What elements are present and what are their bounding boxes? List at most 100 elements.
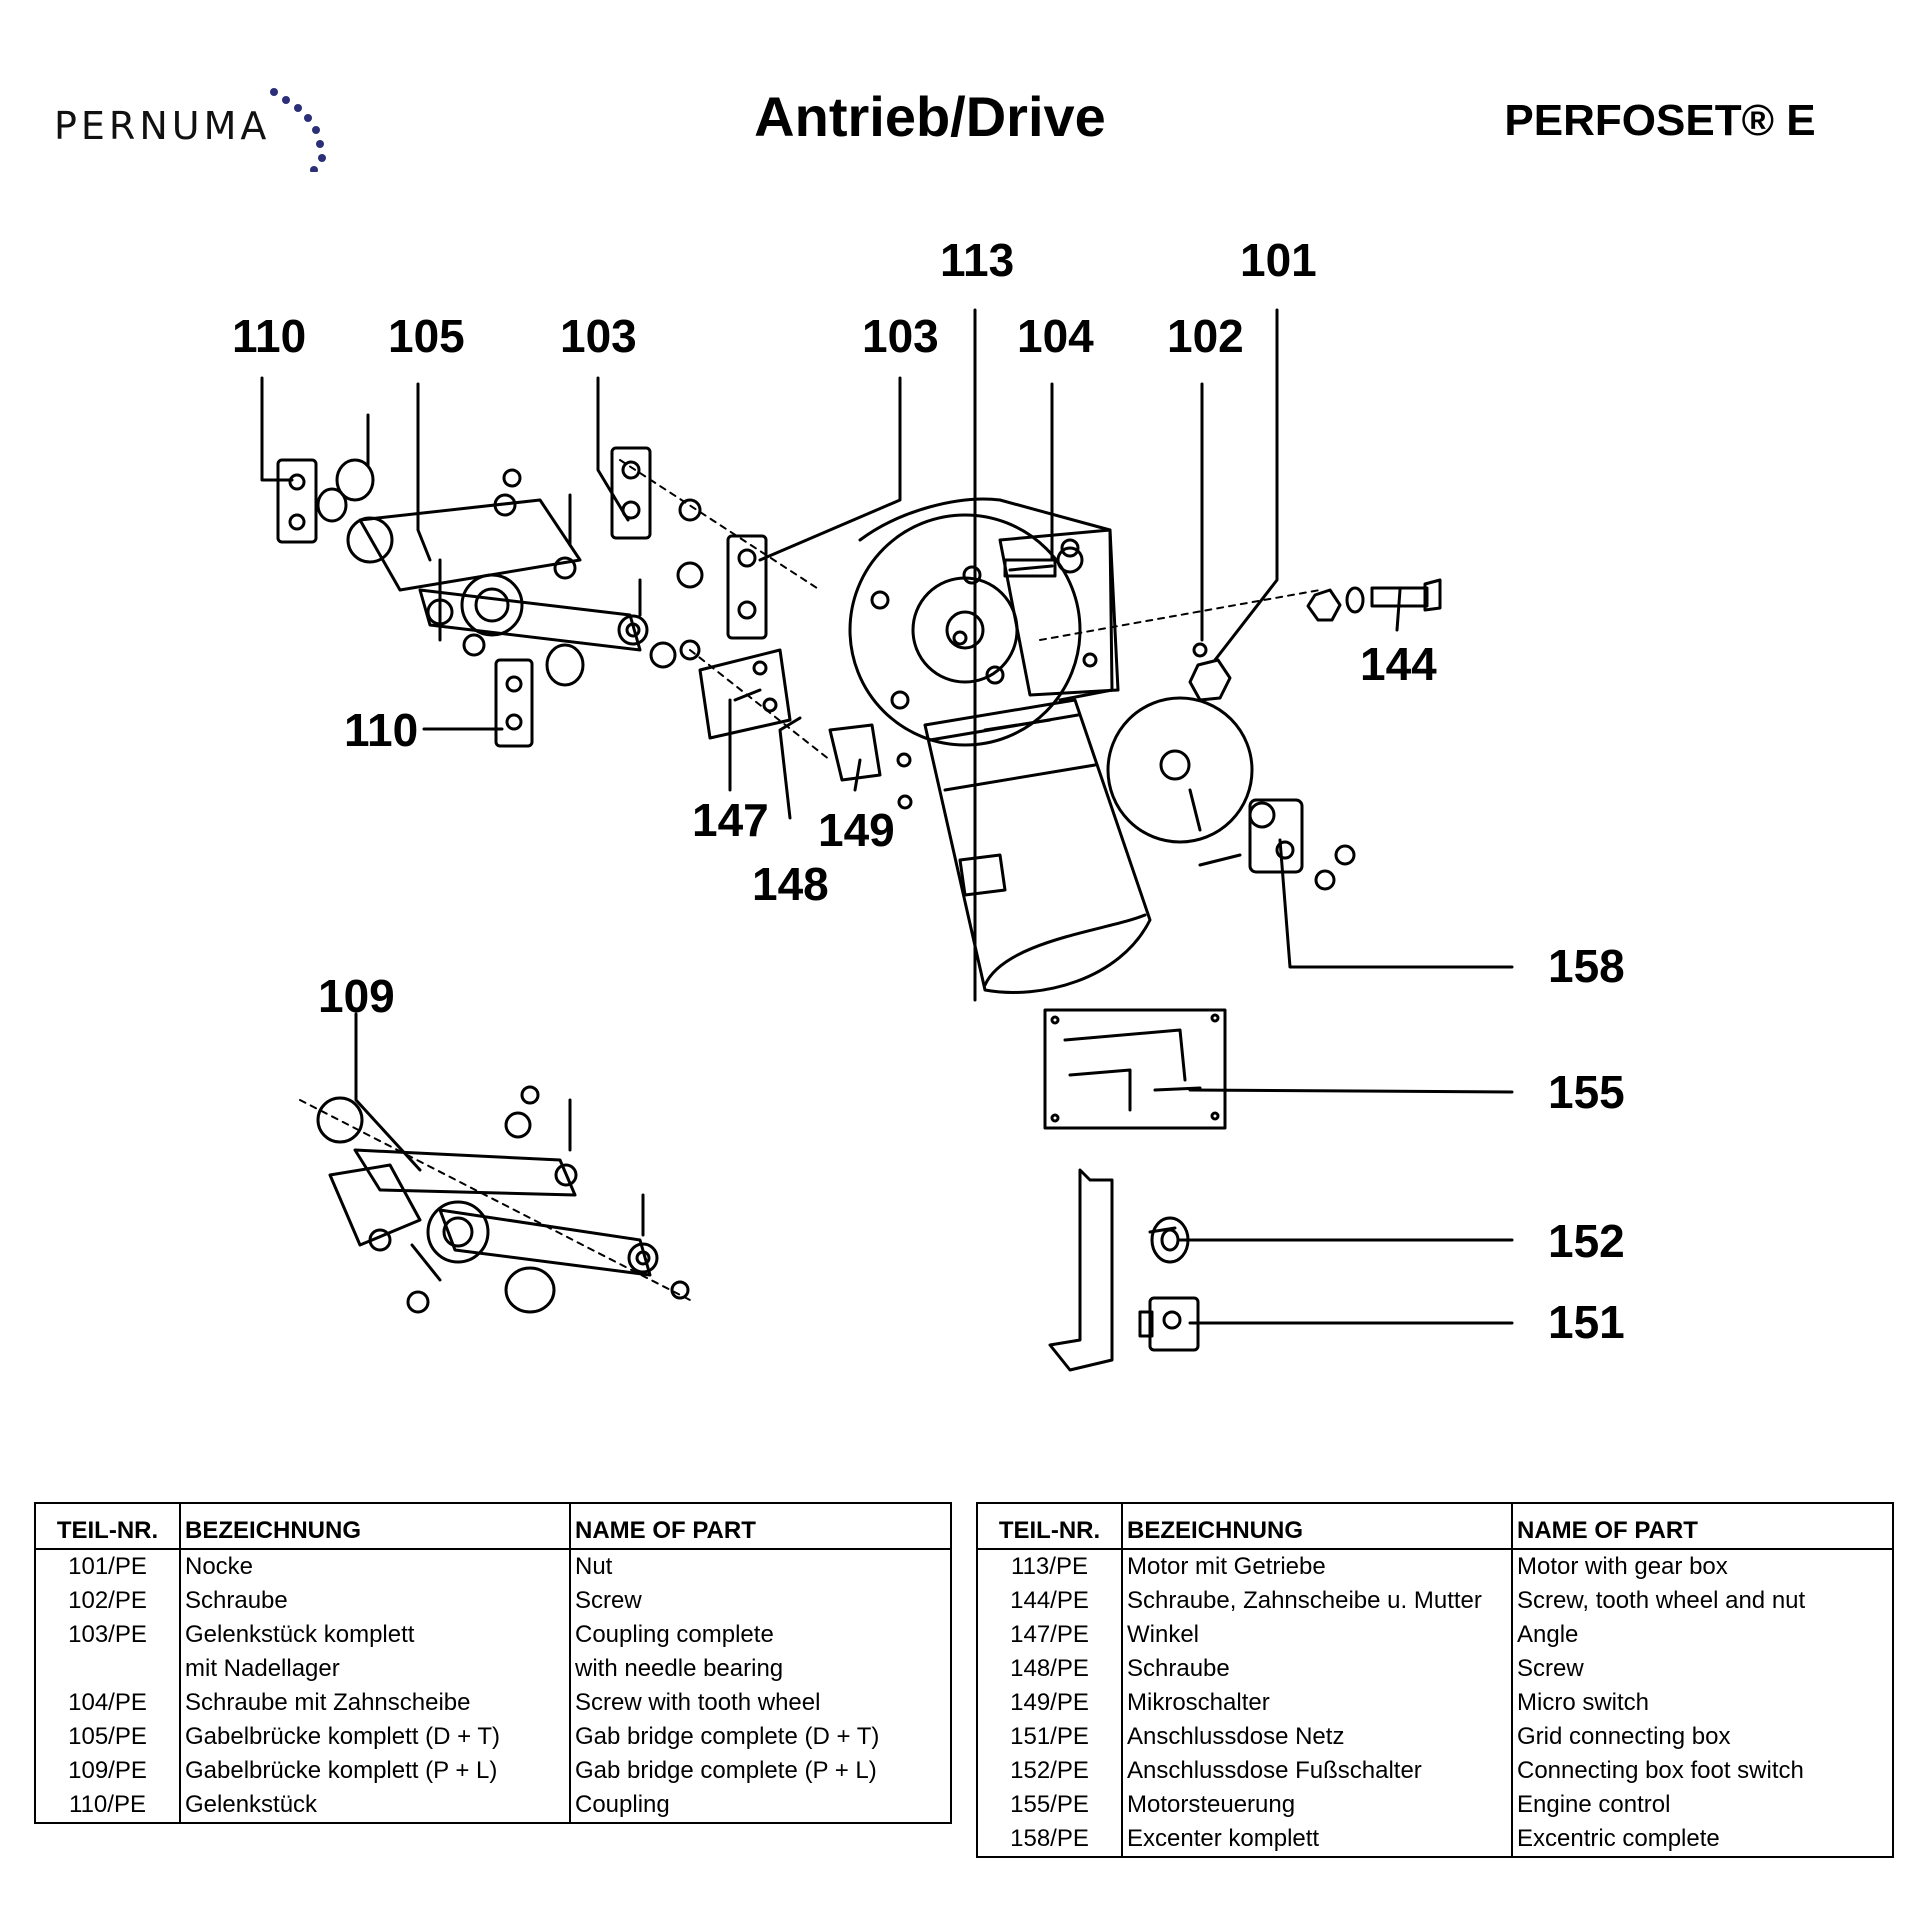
engine-control-155 xyxy=(1043,1008,1227,1130)
parts-table-left: TEIL-NR. BEZEICHNUNG NAME OF PART 101/PE… xyxy=(34,1502,952,1824)
callout-105: 105 xyxy=(388,310,465,362)
part-number-cell: 113/PE xyxy=(1011,1553,1088,1580)
excenter-158 xyxy=(1106,696,1356,891)
callout-104: 104 xyxy=(1017,310,1094,362)
exploded-parts-diagram: 1101051031031131041021011441101471491481… xyxy=(232,234,1625,1372)
product-name: PERFOSET® E xyxy=(1504,96,1816,145)
brand-logo: PERNUMA xyxy=(54,88,326,172)
callout-152: 152 xyxy=(1548,1215,1625,1267)
name-of-part-cell: Coupling complete xyxy=(569,1618,951,1652)
designation-cell: Schraube mit Zahnscheibe xyxy=(179,1686,570,1720)
motor-gearbox-113 xyxy=(848,497,1152,994)
brand-dot xyxy=(282,96,290,104)
designation-cell: Excenter komplett xyxy=(1121,1822,1512,1857)
designation-cell: Motor mit Getriebe xyxy=(1121,1549,1512,1584)
column-header-part-no: TEIL-NR. xyxy=(35,1503,180,1550)
gab-bridge-109 xyxy=(316,1085,690,1314)
table-row: 109/PE Gabelbrücke komplett (P + L)Gab br… xyxy=(35,1754,951,1788)
name-of-part-cell: Screw xyxy=(569,1584,951,1618)
page-title: Antrieb/Drive xyxy=(754,85,1106,148)
coupling-103-right xyxy=(726,534,768,640)
brand-name: PERNUMA xyxy=(54,104,271,148)
designation-cell: mit Nadellager xyxy=(179,1652,570,1686)
brand-dot xyxy=(310,166,318,172)
name-of-part-cell: Excentric complete xyxy=(1511,1822,1893,1857)
table-header-row: TEIL-NR. BEZEICHNUNG NAME OF PART xyxy=(977,1503,1893,1550)
name-of-part-cell: Engine control xyxy=(1511,1788,1893,1822)
callout-113: 113 xyxy=(940,234,1014,286)
column-header-designation: BEZEICHNUNG xyxy=(179,1503,570,1550)
designation-cell: Motorsteuerung xyxy=(1121,1788,1512,1822)
name-of-part-cell: Grid connecting box xyxy=(1511,1720,1893,1754)
callout-110: 110 xyxy=(344,704,418,756)
part-number-cell: 152/PE xyxy=(1010,1757,1089,1784)
designation-cell: Schraube, Zahnscheibe u. Mutter xyxy=(1121,1584,1512,1618)
part-number-cell: 148/PE xyxy=(1010,1655,1089,1682)
name-of-part-cell: Screw xyxy=(1511,1652,1893,1686)
coupling-110-top xyxy=(276,458,348,544)
name-of-part-cell: Screw, tooth wheel and nut xyxy=(1511,1584,1893,1618)
angle-147 xyxy=(698,648,792,740)
name-of-part-cell: Gab bridge complete (P + L) xyxy=(569,1754,951,1788)
column-header-name-of-part: NAME OF PART xyxy=(569,1503,951,1550)
part-number-cell: 144/PE xyxy=(1010,1587,1089,1614)
designation-cell: Anschlussdose Fußschalter xyxy=(1121,1754,1512,1788)
designation-cell: Nocke xyxy=(179,1549,570,1584)
designation-cell: Gabelbrücke komplett (P + L) xyxy=(179,1754,570,1788)
name-of-part-cell: Connecting box foot switch xyxy=(1511,1754,1893,1788)
micro-switch-149 xyxy=(828,723,913,810)
screw-washer-nut-144 xyxy=(1306,578,1442,622)
designation-cell: Winkel xyxy=(1121,1618,1512,1652)
name-of-part-cell: Coupling xyxy=(569,1788,951,1823)
callout-147: 147 xyxy=(692,794,769,846)
screws-148 xyxy=(733,660,778,713)
name-of-part-cell: Angle xyxy=(1511,1618,1893,1652)
callout-151: 151 xyxy=(1548,1296,1625,1348)
callout-101: 101 xyxy=(1240,234,1317,286)
column-header-name-of-part: NAME OF PART xyxy=(1511,1503,1893,1550)
coupling-103-left xyxy=(610,446,704,661)
assembly-axes xyxy=(299,459,1321,1301)
designation-cell: Anschlussdose Netz xyxy=(1121,1720,1512,1754)
callout-158: 158 xyxy=(1548,940,1625,992)
part-number-cell xyxy=(35,1652,180,1686)
nut-101 xyxy=(1188,658,1232,702)
part-number-cell: 155/PE xyxy=(1010,1791,1089,1818)
name-of-part-cell: Motor with gear box xyxy=(1511,1549,1893,1584)
part-number-cell: 158/PE xyxy=(1010,1825,1089,1852)
connecting-box-foot-switch-152 xyxy=(1048,1168,1190,1372)
part-number-cell: 147/PE xyxy=(1010,1621,1089,1648)
designation-cell: Schraube xyxy=(1121,1652,1512,1686)
callout-102: 102 xyxy=(1167,310,1244,362)
callout-148: 148 xyxy=(752,858,829,910)
designation-cell: Schraube xyxy=(179,1584,570,1618)
callout-110: 110 xyxy=(232,310,306,362)
name-of-part-cell: Nut xyxy=(569,1549,951,1584)
name-of-part-cell: Screw with tooth wheel xyxy=(569,1686,951,1720)
name-of-part-cell: with needle bearing xyxy=(569,1652,951,1686)
designation-cell: Gelenkstück xyxy=(179,1788,570,1823)
callout-103: 103 xyxy=(862,310,939,362)
leader-lines xyxy=(260,308,1514,1325)
brand-dot xyxy=(294,104,302,112)
callout-149: 149 xyxy=(818,804,895,856)
column-header-part-no: TEIL-NR. xyxy=(977,1503,1122,1550)
designation-cell: Gabelbrücke komplett (D + T) xyxy=(179,1720,570,1754)
designation-cell: Gelenkstück komplett xyxy=(179,1618,570,1652)
part-number-cell: 109/PE xyxy=(68,1757,147,1784)
brand-dot xyxy=(316,140,324,148)
callout-103: 103 xyxy=(560,310,637,362)
